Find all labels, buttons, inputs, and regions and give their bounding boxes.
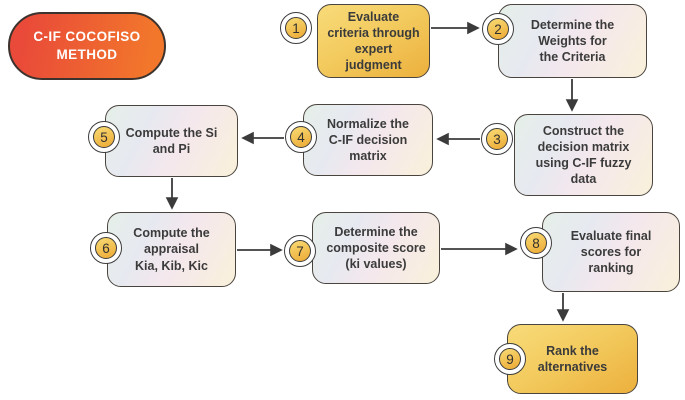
step-label-8: Evaluate final scores for ranking bbox=[570, 228, 652, 276]
step-label-9: Rank the alternatives bbox=[537, 343, 608, 374]
step-number-6: 6 bbox=[95, 237, 117, 259]
step-badge-2: 2 bbox=[482, 13, 514, 45]
step-box-2: Determine the Weights for the Criteria bbox=[498, 4, 647, 78]
step-badge-8: 8 bbox=[520, 227, 552, 259]
step-label-6: Compute the appraisal Kia, Kib, Kic bbox=[133, 226, 210, 273]
step-badge-4: 4 bbox=[285, 121, 317, 153]
step-label-2: Determine the Weights for the Criteria bbox=[530, 17, 615, 65]
step-box-9: Rank the alternatives bbox=[507, 324, 638, 394]
step-box-1: Evaluate criteria through expert judgmen… bbox=[317, 4, 430, 78]
step-number-5: 5 bbox=[93, 126, 115, 148]
step-number-7: 7 bbox=[289, 240, 311, 262]
step-badge-3: 3 bbox=[481, 123, 513, 155]
step-box-6: Compute the appraisal Kia, Kib, Kic bbox=[107, 212, 236, 287]
step-number-2: 2 bbox=[487, 18, 509, 40]
step-number-8: 8 bbox=[525, 232, 547, 254]
step-label-1: Evaluate criteria through expert judgmen… bbox=[327, 9, 420, 73]
step-number-3: 3 bbox=[486, 128, 508, 150]
step-badge-7: 7 bbox=[284, 235, 316, 267]
step-number-1: 1 bbox=[285, 17, 307, 39]
step-label-3: Construct the decision matrix using C-IF… bbox=[535, 123, 632, 187]
step-number-9: 9 bbox=[499, 348, 521, 370]
step-badge-5: 5 bbox=[88, 121, 120, 153]
step-box-4: Normalize the C-IF decision matrix bbox=[303, 104, 433, 176]
step-number-4: 4 bbox=[290, 126, 312, 148]
step-badge-6: 6 bbox=[90, 232, 122, 264]
step-box-8: Evaluate final scores for ranking bbox=[542, 212, 680, 292]
step-box-7: Determine the composite score (ki values… bbox=[312, 212, 440, 284]
step-badge-1: 1 bbox=[280, 12, 312, 44]
method-title-pill: C-IF COCOFISO METHOD bbox=[8, 12, 166, 80]
step-badge-9: 9 bbox=[494, 343, 526, 375]
step-label-4: Normalize the C-IF decision matrix bbox=[327, 116, 409, 164]
step-label-5: Compute the Si and Pi bbox=[125, 125, 218, 156]
step-label-7: Determine the composite score (ki values… bbox=[326, 224, 426, 272]
method-title: C-IF COCOFISO METHOD bbox=[33, 29, 141, 62]
step-box-5: Compute the Si and Pi bbox=[105, 105, 238, 177]
step-box-3: Construct the decision matrix using C-IF… bbox=[514, 114, 653, 196]
